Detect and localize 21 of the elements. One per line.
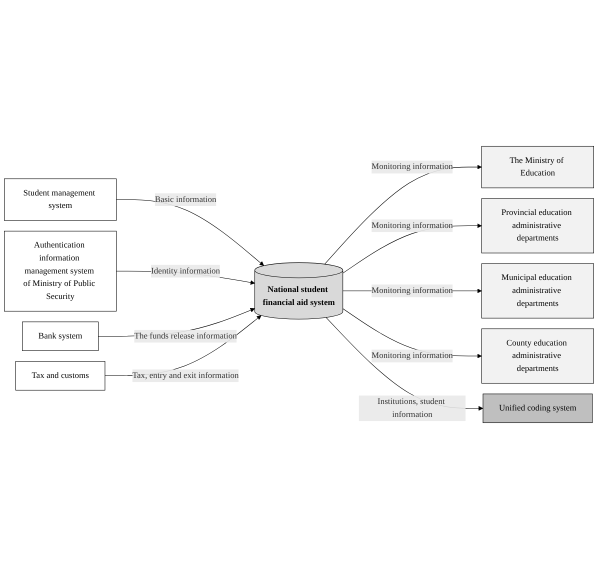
- edge-label: Identity information: [151, 266, 220, 276]
- arrow: [326, 317, 484, 411]
- edge-label: Monitoring information: [372, 351, 453, 360]
- edge-label: Monitoring information: [372, 286, 453, 296]
- edge-label: Monitoring information: [372, 162, 453, 172]
- node-box: The Ministry of Education: [481, 146, 594, 188]
- node-box: Unified coding system: [482, 394, 593, 424]
- node-box: Municipal education administrative departments: [481, 263, 594, 318]
- node-box: Student management system: [4, 178, 117, 221]
- edge-label: Monitoring information: [372, 220, 453, 230]
- node-box: County education administrative departments: [481, 328, 594, 384]
- node-box: Bank system: [22, 322, 99, 351]
- arrow: [104, 315, 262, 376]
- arrow: [324, 164, 482, 264]
- node-box: Provincial education administrative departments: [481, 198, 594, 254]
- edge-label: Institutions, student information: [377, 397, 445, 420]
- node-box: Authentication information management system of Ministry of Public Security: [4, 230, 117, 312]
- edge-label: Basic information: [154, 194, 216, 204]
- node-box: Tax and customs: [15, 361, 106, 390]
- edge-label: The funds release information: [134, 331, 237, 341]
- edge-label: Tax, entry and exit information: [132, 370, 239, 380]
